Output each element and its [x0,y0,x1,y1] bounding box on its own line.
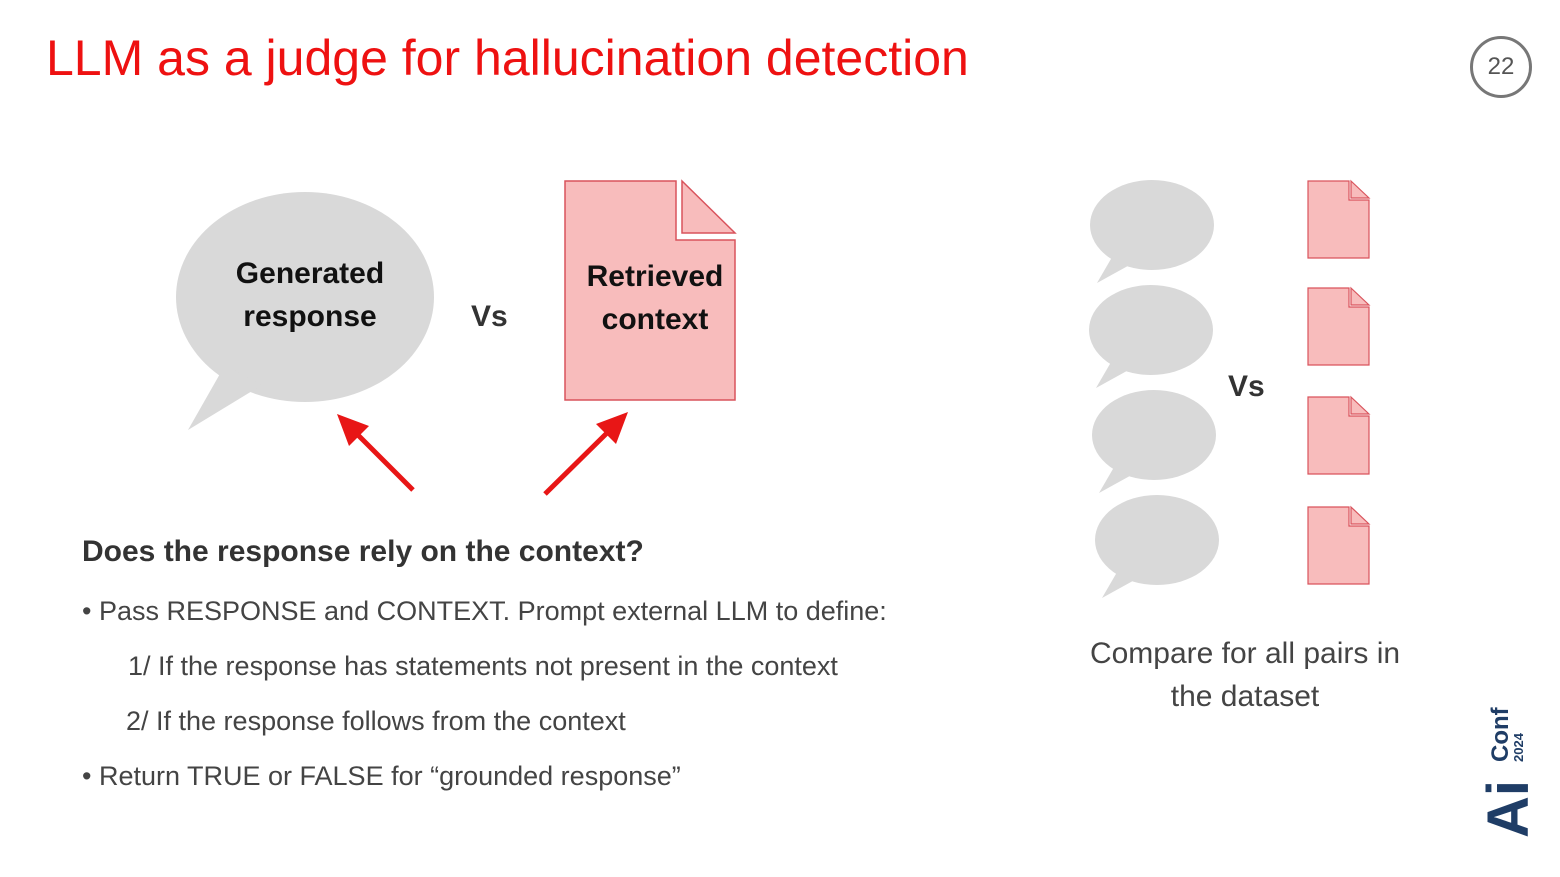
logo-main-text: Ai [1476,780,1540,838]
page-number: 22 [1470,36,1532,98]
speech-bubble-icon [1090,180,1214,283]
caption: Compare for all pairs in the dataset [1060,633,1430,718]
bullet-item: • Return TRUE or FALSE for “grounded res… [82,761,681,792]
bullet-text: Pass RESPONSE and CONTEXT. Prompt extern… [98,596,887,626]
speech-bubble-icon [1095,495,1219,598]
caption-line2: the dataset [1170,679,1320,713]
vs-label: Vs [1228,370,1265,403]
logo-year-text: 2024 [1511,732,1526,762]
document-label: Retrieved context [565,256,745,341]
vs-label: Vs [471,300,508,333]
bullet-text: Return TRUE or FALSE for “grounded respo… [98,761,681,791]
bubble-label-line2: response [243,299,377,333]
document-label-line2: context [601,302,709,336]
document-icon [1307,179,1371,259]
aiconf-logo: Ai Conf 2024 [1476,706,1540,838]
document-icon [1307,286,1371,366]
speech-bubble-icon [1089,285,1213,388]
bullet-item: • Pass RESPONSE and CONTEXT. Prompt exte… [82,596,887,627]
arrow-icon [337,414,415,492]
document-label-line1: Retrieved [586,260,724,293]
sub-item: 1/ If the response has statements not pr… [128,651,838,681]
bullet-glyph: • [82,596,92,626]
slide-title: LLM as a judge for hallucination detecti… [46,30,969,86]
arrow-icon [543,412,628,496]
document-icon [1307,505,1371,585]
bubble-label: Generated response [200,253,420,338]
caption-line1: Compare for all pairs in [1089,637,1401,670]
bubble-label-line1: Generated [235,257,385,290]
speech-bubble-icon [176,192,434,430]
sub-item: 2/ If the response follows from the cont… [126,706,626,736]
document-icon [564,179,737,401]
question-heading: Does the response rely on the context? [82,535,644,568]
speech-bubble-icon [1092,390,1216,493]
document-icon [1307,395,1371,475]
bullet-glyph: • [82,761,92,791]
logo-word-text: Conf [1487,706,1514,762]
